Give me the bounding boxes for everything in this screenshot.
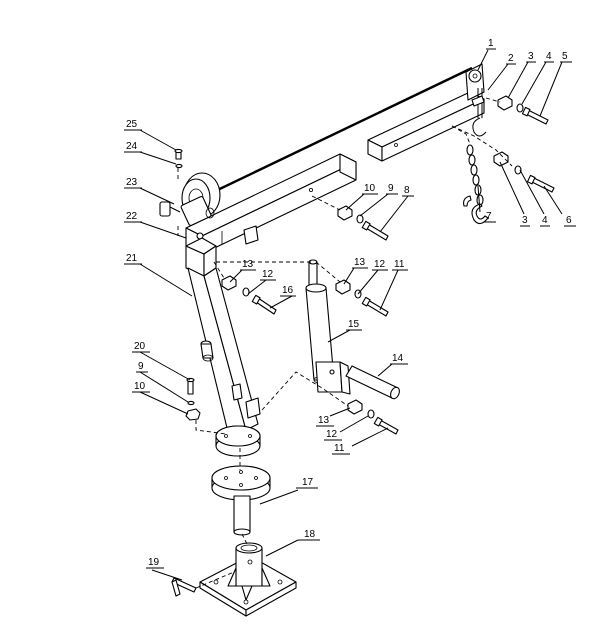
callout-24: 24 [126,141,138,152]
pedestal [211,465,271,536]
callout-13-mast: 13 [242,259,254,270]
callout-15: 15 [348,319,360,330]
callout-12-mast: 12 [262,269,274,280]
callout-13-cyl: 13 [354,257,366,268]
callout-23: 23 [126,177,138,188]
callout-8: 8 [404,185,410,196]
callout-4: 4 [546,51,552,62]
callout-labels: 1 2 3 4 5 25 24 23 22 21 10 9 8 7 3 4 6 … [124,38,576,569]
callout-13-lower: 13 [318,415,330,426]
winch-cable [204,66,473,198]
leader-lines [139,49,563,581]
mast [185,237,261,457]
callout-14: 14 [392,353,404,364]
winch [159,172,221,240]
callout-22: 22 [126,211,138,222]
callout-16: 16 [282,285,294,296]
callout-17: 17 [302,477,314,488]
callout-5: 5 [562,51,568,62]
callout-21: 21 [126,253,138,264]
callout-19: 19 [148,557,160,568]
callout-12-lower: 12 [326,429,338,440]
chain-hook [463,144,489,225]
callout-20: 20 [134,341,146,352]
callout-3: 3 [528,51,534,62]
callout-3-lower: 3 [522,215,528,226]
hydraulic-cylinder [305,259,400,400]
main-boom [185,153,357,255]
callout-11-cyl: 11 [394,259,405,270]
callout-7: 7 [486,211,492,222]
callout-9-lower: 9 [138,361,144,372]
callout-25: 25 [126,119,138,130]
callout-12-cyl: 12 [374,259,386,270]
callout-11-lower: 11 [334,443,345,454]
callout-6: 6 [566,215,572,226]
callout-2: 2 [508,53,514,64]
callout-10-lower: 10 [134,381,146,392]
floor-base [171,542,297,617]
hardware [174,95,555,435]
callout-1: 1 [488,38,494,49]
callout-4-lower: 4 [542,215,548,226]
boom-extension [367,63,487,162]
callout-18: 18 [304,529,316,540]
assembly-lines [177,97,513,589]
callout-10-upper: 10 [364,183,376,194]
callout-9-upper: 9 [388,183,394,194]
